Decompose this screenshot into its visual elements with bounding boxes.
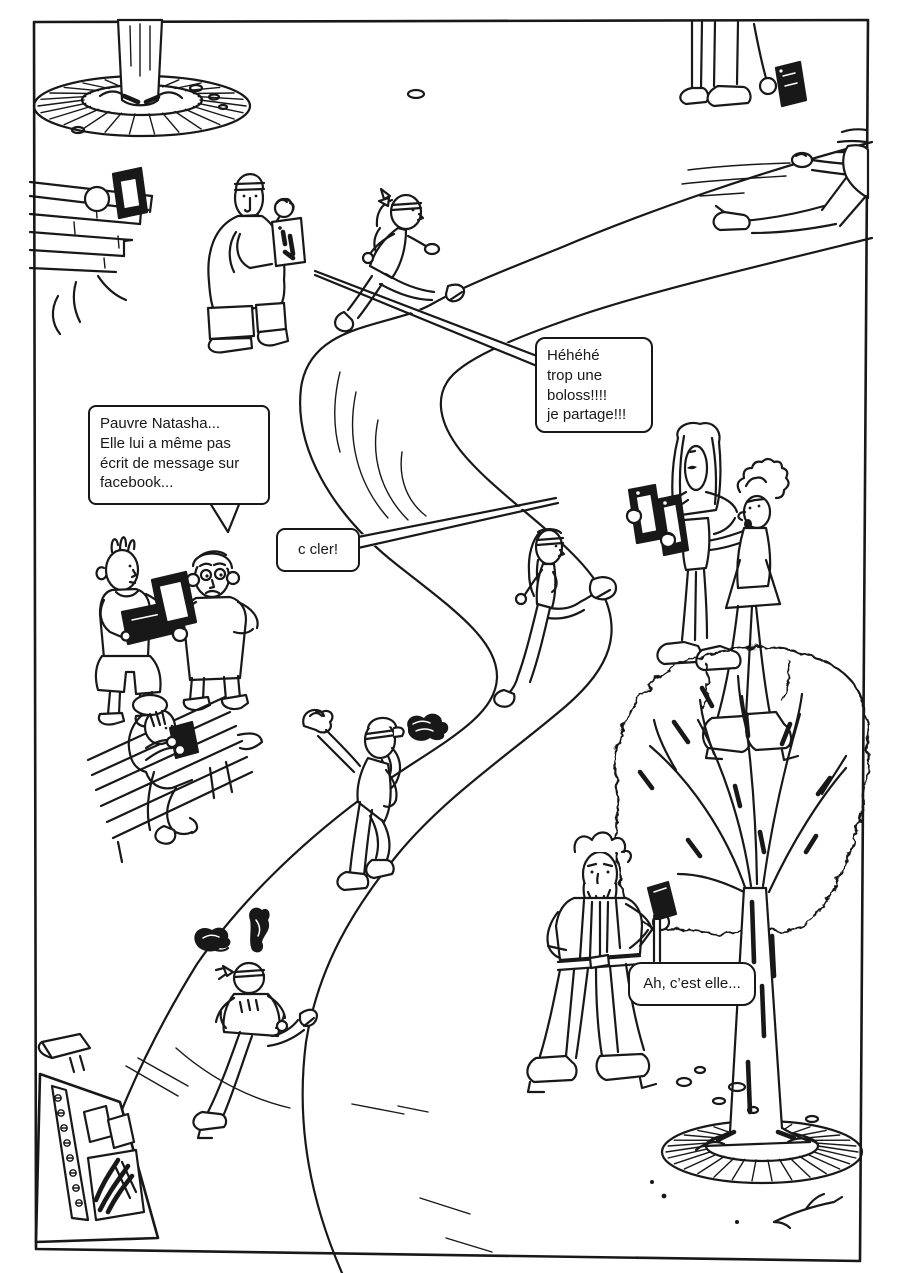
speech-line: c cler!: [297, 541, 338, 559]
info-billboard: [34, 1032, 160, 1244]
big-tree: [614, 646, 870, 1230]
stump-bark-lines: [129, 23, 151, 77]
fleeing-runner: [681, 128, 870, 235]
pebbles-bottom: [650, 1065, 820, 1224]
speech-bubble-ah-cest-elle: Ah, c’est elle...: [628, 962, 756, 1006]
poster-small-2: [106, 1112, 136, 1150]
dangling-hand: [758, 76, 778, 96]
twig: [772, 1192, 844, 1230]
dangling-smartphone: [774, 60, 808, 108]
speech-line: Ah, c’est elle...: [643, 975, 741, 993]
shared-smartphone: [150, 570, 198, 632]
speech-pointer-hehehe: [313, 269, 539, 368]
anger-scribbles: [194, 907, 270, 953]
top-edge-bystanders: [679, 20, 808, 108]
screw-strip: [50, 1084, 90, 1222]
phone-browsing-duo: [94, 536, 259, 728]
sprinting-jogger: [192, 907, 318, 1140]
wall-peeker-head: [83, 185, 111, 213]
runner-speed-lines: [681, 162, 791, 197]
speech-tail-natasha: [208, 500, 242, 534]
speech-pointer-ccler: [356, 496, 560, 550]
speech-line: facebook...: [100, 474, 174, 492]
man-with-cap-and-tablet: [206, 173, 307, 354]
speech-tail-ah: [652, 918, 662, 963]
anger-scribble: [407, 713, 449, 741]
bench-sitter-with-phone: [127, 693, 200, 845]
speech-line: boloss!!!!: [547, 386, 608, 404]
smartphone-over-wall: [111, 166, 149, 220]
tree-pit-top-left: [32, 18, 426, 138]
path-speed-lines: [125, 371, 493, 1253]
tablet-device: [270, 216, 307, 268]
speech-line: Héhéhé: [547, 347, 600, 364]
photo-taking-duo: [625, 421, 800, 762]
leaping-jogger: [334, 187, 466, 333]
annoyed-walker: [302, 708, 449, 892]
pebbles-top: [70, 83, 426, 135]
speech-line: je partage!!!: [547, 406, 627, 424]
billboard-lamp: [37, 1032, 92, 1074]
brick-wall: [28, 166, 154, 336]
vandalized-picture: [86, 1148, 146, 1222]
speech-line: trop une: [547, 366, 603, 384]
speech-bubble-c-cler: c cler!: [276, 528, 360, 572]
speech-line: Pauvre Natasha...: [100, 415, 221, 432]
panel-border: [32, 18, 870, 1263]
speech-bubble-natasha: Pauvre Natasha... Elle lui a même pas éc…: [88, 405, 270, 505]
speech-bubble-hehehe: Héhéhé trop une boloss!!!! je partage!!!: [535, 337, 653, 433]
speech-line: écrit de message sur: [100, 454, 240, 472]
stretching-jogger-girl: [493, 528, 618, 708]
flip-phone: [646, 880, 678, 922]
tree-branches: [637, 674, 848, 894]
bearded-man-with-phone: [526, 831, 678, 1094]
speech-line: Elle lui a même pas: [100, 434, 231, 452]
flattop-man: [150, 550, 259, 712]
